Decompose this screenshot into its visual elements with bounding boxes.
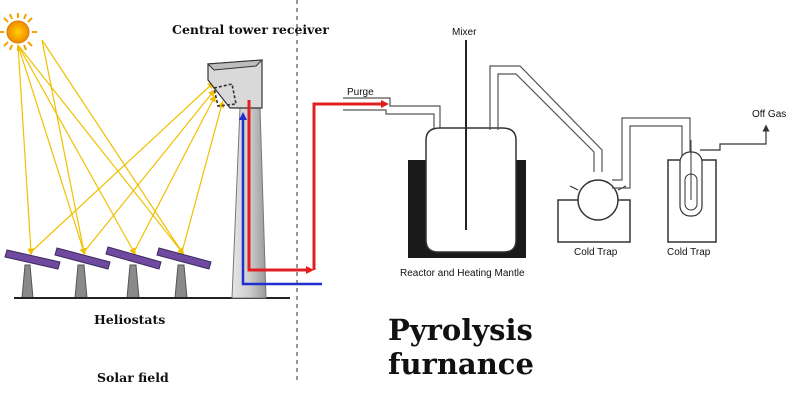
off-gas-label: Off Gas [752, 109, 787, 120]
reflected-rays [30, 81, 225, 253]
reactor-label: Reactor and Heating Mantle [400, 268, 525, 279]
reactor-icon [408, 127, 526, 258]
heliostat-mirror-icon [105, 246, 162, 299]
pyrolysis-furnace-title: Pyrolysis furnance [388, 313, 534, 381]
cold-trap-icon [557, 179, 631, 243]
sun-icon [0, 13, 37, 51]
heliostat-row [4, 246, 290, 299]
heliostat-mirror-icon [4, 249, 61, 299]
central-tower-receiver-title: Central tower receiver [172, 22, 329, 37]
cold-trap-1-label: Cold Trap [574, 247, 618, 258]
incoming-sun-rays [17, 39, 185, 256]
heliostat-mirror-icon [156, 247, 212, 299]
heliostats-label: Heliostats [94, 312, 166, 327]
outlet-pipe-1 [489, 65, 603, 172]
solar-field-label: Solar field [97, 370, 169, 385]
off-gas-pipe [700, 124, 770, 151]
hot-flow-line [247, 100, 389, 274]
heliostat-mirror-icon [54, 247, 111, 299]
purge-label: Purge [347, 87, 374, 98]
receiver-icon [206, 59, 264, 109]
outlet-pipe-2 [612, 117, 691, 189]
cold-trap-icon [667, 140, 717, 243]
mixer-label: Mixer [452, 27, 477, 38]
tower-icon [206, 59, 267, 299]
cold-trap-2-label: Cold Trap [667, 247, 711, 258]
reactor-vessel [425, 127, 517, 253]
purge-pipe [343, 97, 441, 130]
cold-flow-line [239, 112, 322, 286]
